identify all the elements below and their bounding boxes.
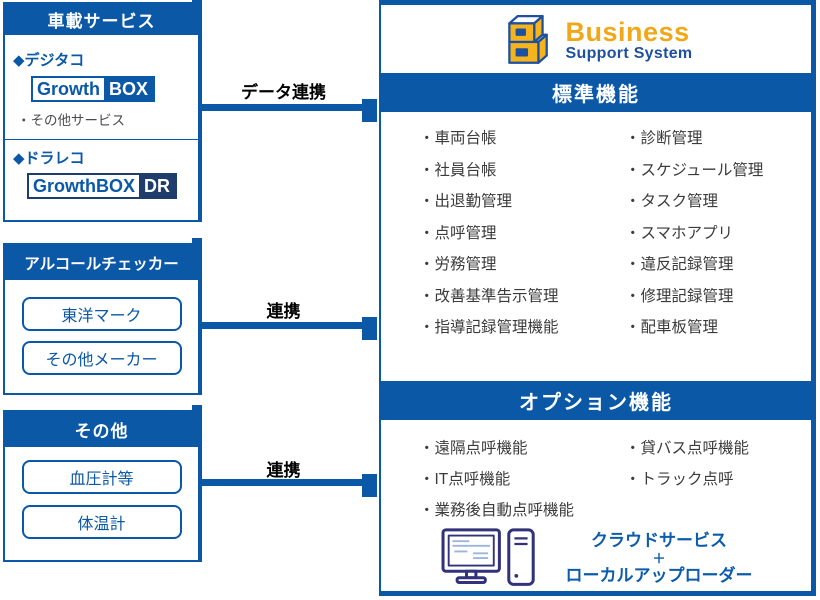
- bss-logo-line1: Business: [565, 17, 690, 47]
- pill-blood-pressure: 血圧計等: [21, 460, 182, 494]
- option-col-left: ・遠隔点呼機能 ・IT点呼機能 ・業務後自動点呼機能: [419, 433, 625, 526]
- feature-item: ・遠隔点呼機能: [419, 439, 528, 457]
- growthbox-logo-box-text: BOX: [109, 79, 149, 99]
- feature-item: ・配車板管理: [625, 319, 719, 336]
- feature-item: ・貸バス点呼機能: [625, 439, 750, 457]
- other-services-note: ・その他サービス: [17, 113, 125, 128]
- feature-item: ・点呼管理: [419, 224, 497, 242]
- feature-item: ・指導記録管理機能: [419, 319, 559, 336]
- connector-label-data-link: データ連携: [241, 83, 326, 102]
- connector-endcap: [362, 474, 377, 497]
- feature-item: ・労務管理: [419, 256, 497, 273]
- feature-item: ・タスク管理: [625, 193, 719, 210]
- caption-line-plus: ＋: [652, 551, 666, 566]
- bss-b-block-icon: [507, 14, 548, 64]
- bss-logo-line2: Support System: [565, 45, 693, 62]
- others-header: その他: [5, 412, 198, 447]
- cloud-service-caption: クラウドサービス ＋ ローカルアップローダー: [566, 531, 753, 586]
- bss-logo: Business Support System: [381, 5, 811, 73]
- connector-line: [202, 322, 362, 329]
- vehicle-services-header: 車載サービス: [5, 4, 198, 35]
- option-functions-header: オプション機能: [381, 380, 811, 420]
- pill-other-makers: その他メーカー: [21, 341, 182, 375]
- connector-endcap: [362, 99, 377, 122]
- others-box: その他 血圧計等 体温計: [3, 405, 202, 562]
- option-col-right: ・貸バス点呼機能 ・トラック点呼: [625, 433, 749, 526]
- standard-functions-header: 標準機能: [381, 73, 811, 112]
- feature-item: ・社員台帳: [419, 161, 497, 179]
- others-list: 血圧計等 体温計: [5, 460, 198, 539]
- computer-icon: [441, 527, 535, 586]
- feature-item: ・診断管理: [625, 130, 703, 147]
- cloud-service-footer: クラウドサービス ＋ ローカルアップローダー: [381, 527, 811, 590]
- standard-functions-list: ・車両台帳 ・社員台帳 ・出退勤管理 ・点呼管理 ・労務管理 ・改善基準告示管理…: [381, 112, 811, 344]
- pill-toyo-mark: 東洋マーク: [21, 297, 182, 331]
- standard-col-left: ・車両台帳 ・社員台帳 ・出退勤管理 ・点呼管理 ・労務管理 ・改善基準告示管理…: [419, 123, 625, 344]
- pill-thermometer: 体温計: [21, 505, 182, 539]
- alcohol-checker-list: 東洋マーク その他メーカー: [5, 297, 198, 375]
- growthbox-dr-logo-text: GrowthBOX: [29, 175, 139, 197]
- feature-item: ・IT点呼機能: [419, 470, 511, 488]
- feature-item: ・修理記録管理: [625, 287, 734, 305]
- connector-label-link: 連携: [266, 461, 301, 480]
- connector-endcap: [362, 317, 377, 340]
- feature-item: ・トラック点呼: [625, 470, 734, 488]
- digitaco-heading: ◆デジタコ: [13, 52, 85, 69]
- caption-line-uploader: ローカルアップローダー: [565, 566, 753, 585]
- growthbox-dr-suffix: DR: [144, 176, 170, 196]
- alcohol-checker-box: アルコールチェッカー 東洋マーク その他メーカー: [3, 238, 202, 395]
- connector-line: [202, 479, 362, 486]
- drareco-heading: ◆ドラレコ: [13, 150, 85, 167]
- feature-item: ・出退勤管理: [419, 193, 513, 210]
- alcohol-checker-header: アルコールチェッカー: [5, 245, 198, 280]
- feature-item: ・違反記録管理: [625, 256, 734, 273]
- feature-item: ・改善基準告示管理: [419, 287, 559, 305]
- bss-logo-text: Business Support System: [566, 19, 693, 63]
- growthbox-logo: Growth BOX: [31, 76, 156, 102]
- business-support-system-panel: Business Support System 標準機能 ・車両台帳 ・社員台帳…: [379, 0, 816, 596]
- growthbox-logo-text: Growth: [33, 78, 104, 100]
- feature-item: ・スマホアプリ: [625, 224, 734, 242]
- connector-label-link: 連携: [266, 302, 301, 321]
- connector-line: [202, 104, 362, 111]
- feature-item: ・スケジュール管理: [625, 161, 764, 179]
- vehicle-services-box: 車載サービス ◆デジタコ Growth BOX ・その他サービス ◆ドラレコ G…: [3, 0, 202, 222]
- standard-col-right: ・診断管理 ・スケジュール管理 ・タスク管理 ・スマホアプリ ・違反記録管理 ・…: [625, 123, 763, 344]
- feature-item: ・業務後自動点呼機能: [419, 501, 575, 519]
- section-divider: [5, 139, 198, 140]
- growthbox-dr-logo: GrowthBOX DR: [27, 173, 177, 199]
- option-functions-list: ・遠隔点呼機能 ・IT点呼機能 ・業務後自動点呼機能 ・貸バス点呼機能 ・トラッ…: [381, 420, 811, 526]
- caption-line-cloud: クラウドサービス: [591, 531, 727, 550]
- feature-item: ・車両台帳: [419, 130, 497, 147]
